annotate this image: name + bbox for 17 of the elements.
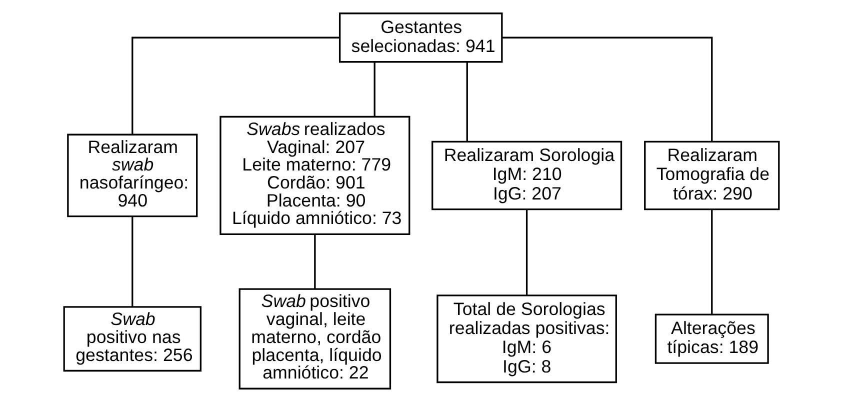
connector bbox=[502, 36, 713, 142]
connector bbox=[132, 216, 134, 307]
node-box: Realizaram Sorologia IgM: 210 IgG: 207 bbox=[432, 140, 622, 210]
connector bbox=[374, 62, 376, 116]
node-box: Alterações típicas: 189 bbox=[654, 314, 769, 364]
node-box: Swab positivo vaginal, leite materno, cordão placenta, líquido amniótico: 22 bbox=[238, 288, 392, 390]
connector bbox=[132, 36, 340, 134]
node-box: Realizaram Tomografia de tórax: 290 bbox=[644, 140, 780, 210]
connector bbox=[466, 62, 468, 142]
node-box: Swab positivo nas gestantes: 256 bbox=[63, 306, 202, 372]
node-box: Gestantes selecionadas: 941 bbox=[338, 12, 503, 63]
connector bbox=[526, 209, 528, 296]
connector bbox=[711, 209, 713, 315]
node-box: Swabs realizados Vaginal: 207 Leite materno: 779 Cordão: 901 Placenta: 90 Líquido amniótico: 73 bbox=[220, 116, 410, 236]
node-box: Realizaram swab nasofaríngeo: 940 bbox=[67, 134, 198, 218]
node-box: Total de Sorologias realizadas positivas: IgM: 6 IgG: 8 bbox=[436, 294, 617, 384]
connector bbox=[314, 234, 316, 289]
